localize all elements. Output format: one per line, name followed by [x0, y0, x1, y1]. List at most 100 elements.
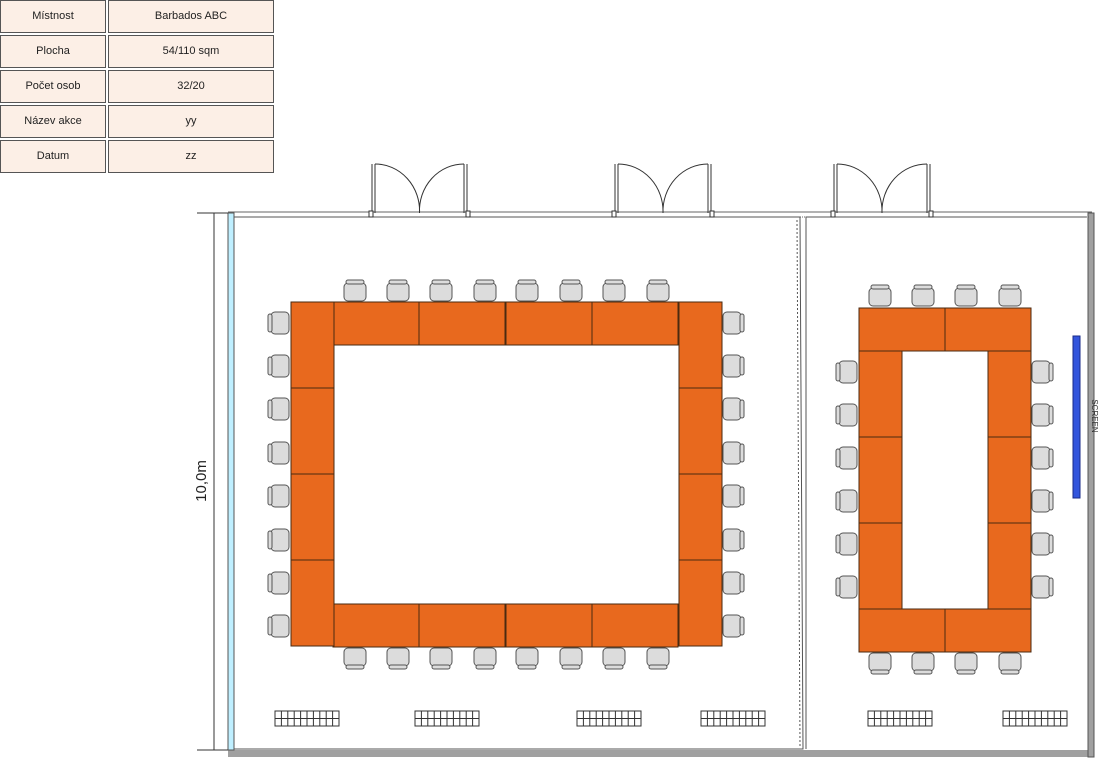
- table: [987, 436, 1032, 524]
- table: [678, 473, 723, 561]
- chair-seat: [838, 403, 858, 427]
- door-jamb: [709, 210, 715, 218]
- chair: [267, 528, 290, 552]
- chair-back: [835, 405, 841, 425]
- chair-back: [913, 284, 933, 290]
- chair: [722, 528, 745, 552]
- chair-back: [835, 577, 841, 597]
- glass-wall: [227, 212, 235, 751]
- chair-back: [517, 664, 537, 670]
- chair-back: [388, 279, 408, 285]
- chair-seat: [722, 311, 742, 335]
- table: [290, 301, 335, 389]
- chair: [267, 614, 290, 638]
- chair-seat: [602, 282, 626, 302]
- chair-back: [913, 669, 933, 675]
- chair-seat: [911, 287, 935, 307]
- chair-seat: [1031, 489, 1051, 513]
- chair: [954, 284, 978, 307]
- chair-back: [739, 530, 745, 550]
- radiator: [414, 710, 480, 727]
- info-label: Počet osob: [0, 70, 106, 103]
- chair-back: [739, 616, 745, 636]
- chair-back: [431, 279, 451, 285]
- chair: [559, 279, 583, 302]
- table: [987, 350, 1032, 438]
- chair-seat: [838, 446, 858, 470]
- chair-back: [1048, 405, 1054, 425]
- chair-seat: [515, 282, 539, 302]
- table: [505, 603, 593, 648]
- chair-back: [1048, 534, 1054, 554]
- door-swing: [617, 163, 664, 214]
- chair-seat: [270, 571, 290, 595]
- info-value: yy: [108, 105, 274, 138]
- chair-seat: [1031, 532, 1051, 556]
- chair: [343, 647, 367, 670]
- chair: [1031, 360, 1054, 384]
- chair: [602, 647, 626, 670]
- chair-back: [1048, 491, 1054, 511]
- dimension-label: 10,0m: [193, 460, 210, 502]
- table: [290, 559, 335, 647]
- chair: [835, 575, 858, 599]
- partition-dashed: [796, 219, 801, 747]
- chair-seat: [1031, 575, 1051, 599]
- table: [418, 603, 506, 648]
- chair-seat: [954, 652, 978, 672]
- chair-back: [835, 362, 841, 382]
- chair: [954, 652, 978, 675]
- chair-seat: [473, 282, 497, 302]
- chair-seat: [722, 484, 742, 508]
- chair: [1031, 489, 1054, 513]
- chair-back: [739, 399, 745, 419]
- door-swing: [418, 163, 465, 214]
- radiator: [700, 710, 766, 727]
- chair: [1031, 446, 1054, 470]
- table: [987, 522, 1032, 610]
- chair-back: [267, 356, 273, 376]
- doors: [368, 163, 934, 218]
- door-jamb: [830, 210, 836, 218]
- chair-back: [604, 279, 624, 285]
- radiator: [867, 710, 933, 727]
- chair-seat: [722, 571, 742, 595]
- chair-back: [739, 486, 745, 506]
- chair-back: [835, 534, 841, 554]
- chair-back: [870, 669, 890, 675]
- table: [858, 608, 946, 653]
- chair: [267, 311, 290, 335]
- screen-label: SCREEN: [1090, 399, 1098, 433]
- chair: [835, 403, 858, 427]
- chair-seat: [559, 282, 583, 302]
- info-label: Místnost: [0, 0, 106, 33]
- info-label: Plocha: [0, 35, 106, 68]
- radiator: [1002, 710, 1068, 727]
- door-swing: [374, 163, 421, 214]
- chair: [267, 354, 290, 378]
- chairs: [267, 279, 1054, 675]
- chair-back: [561, 279, 581, 285]
- table: [858, 307, 946, 352]
- chair-back: [267, 399, 273, 419]
- chair-seat: [646, 282, 670, 302]
- chair-back: [431, 664, 451, 670]
- chair: [646, 647, 670, 670]
- chair-back: [267, 486, 273, 506]
- chair-back: [1048, 448, 1054, 468]
- chair-back: [739, 356, 745, 376]
- chair-seat: [270, 614, 290, 638]
- chair-seat: [998, 652, 1022, 672]
- chair: [835, 360, 858, 384]
- tables: [290, 301, 1032, 653]
- chair-seat: [386, 282, 410, 302]
- chair-back: [561, 664, 581, 670]
- info-value: 32/20: [108, 70, 274, 103]
- chair: [343, 279, 367, 302]
- chair-seat: [270, 397, 290, 421]
- door-swing: [662, 163, 709, 214]
- chair: [1031, 403, 1054, 427]
- table: [290, 387, 335, 475]
- chair-seat: [838, 575, 858, 599]
